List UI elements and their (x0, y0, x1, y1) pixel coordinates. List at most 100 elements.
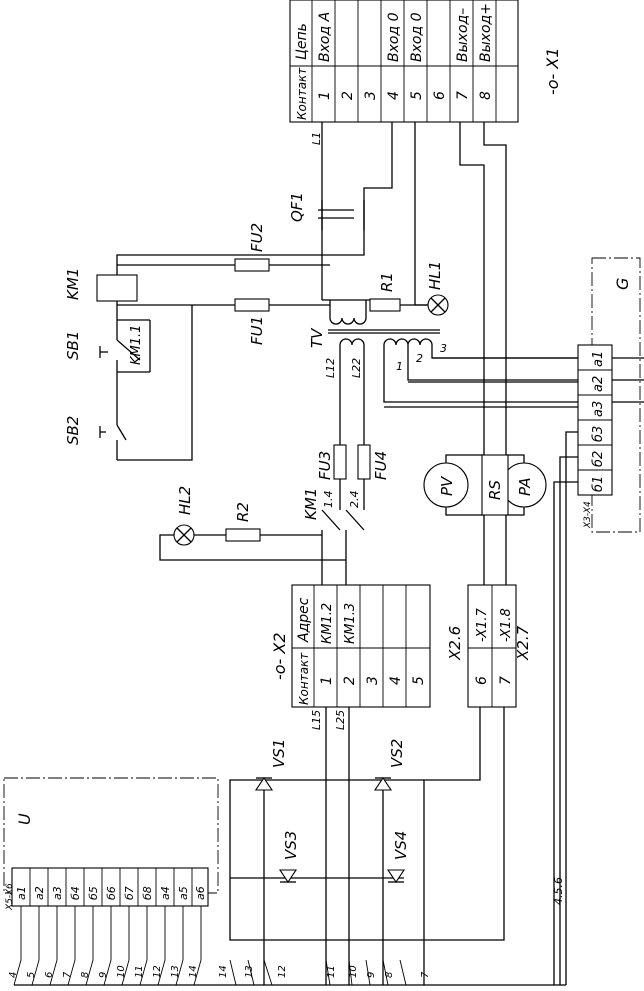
sb1-label: SB1 (64, 331, 82, 360)
bottom-wire-numbers: 4 5 6 7 8 9 10 11 12 13 14 14 13 12 11 1… (8, 965, 431, 978)
km11-label: KM1.1 (129, 325, 144, 365)
lamp-hl2 (159, 524, 346, 561)
terminal-block-x26 (467, 520, 517, 708)
thyristor-vs4 (386, 869, 406, 883)
fuse-fu4 (357, 360, 371, 510)
bottom-num-6: 9 (98, 972, 109, 978)
wire-label-456: 4.5.6 (552, 877, 565, 905)
meter-pa (501, 454, 547, 516)
x2-contact-3: 3 (365, 676, 381, 685)
power-source-g (384, 257, 641, 985)
x2-contact-2: 2 (342, 676, 358, 685)
fuse-fu3 (333, 360, 347, 510)
u-pin-6: б6 (105, 886, 118, 900)
x2-address-1: КМ1.2 (320, 603, 335, 644)
x1-header-contact: Контакт (295, 67, 309, 120)
shunt-rs (481, 454, 509, 516)
x26-contact-6: 6 (474, 676, 490, 685)
switch-sb1 (99, 319, 151, 395)
x2-contact-1: 1 (319, 676, 335, 685)
r2-label: R2 (234, 502, 252, 522)
bottom-num-7: 10 (116, 965, 127, 978)
u-pin-11: а6 (194, 886, 207, 900)
tv-tap-3: 3 (440, 342, 447, 355)
fu4-label: FU4 (372, 451, 390, 480)
u-pin-7: б7 (123, 886, 136, 900)
bottom-num-10: 13 (170, 965, 181, 978)
bottom-num-9: 12 (152, 965, 163, 978)
u-pin-3: а3 (51, 886, 64, 900)
bottom-num-1: 4 (8, 972, 19, 978)
meter-pv (423, 454, 484, 516)
km1-label: KM1 (64, 268, 82, 300)
u-pin-10: а5 (177, 886, 190, 900)
pv-label: PV (438, 475, 456, 496)
tv-tap-1: 1 (396, 360, 403, 373)
x26-title-a: X2.6 (446, 626, 464, 661)
x2-header-contact: Контакт (297, 652, 311, 705)
terminal-block-x1: Цепь Контакт Вход А Вход 0 Вход 0 Выход–… (289, 0, 519, 123)
u-title: U (15, 813, 34, 825)
g-pin-4: б3 (591, 426, 606, 442)
wire-label-l15: L15 (310, 710, 323, 730)
x1-circuit-8: Выход+ (478, 3, 494, 62)
x2-title: -о- X2 (270, 632, 289, 680)
x1-contact-1: 1 (317, 91, 333, 100)
rs-label: RS (486, 480, 504, 500)
bottom-num-16: 10 (348, 965, 359, 978)
wire-label-14: 1.4 (322, 491, 335, 509)
bottom-num-14: 12 (277, 965, 288, 978)
x2-header-address: Адрес (296, 597, 312, 643)
u-pin-4: б4 (69, 886, 82, 900)
wires-lower (229, 707, 505, 985)
x1-title: -о- X1 (543, 47, 562, 95)
sb2-label: SB2 (64, 416, 82, 445)
lamp-hl1 (427, 294, 449, 316)
bottom-num-8: 11 (134, 965, 145, 978)
x1-contact-7: 7 (455, 91, 471, 100)
hl2-label: HL2 (176, 486, 194, 515)
vs4-label: VS4 (392, 831, 410, 860)
wires-u-bus (13, 906, 566, 986)
bottom-num-5: 8 (80, 972, 91, 978)
vs2-label: VS2 (388, 739, 406, 768)
fu2-label: FU2 (248, 223, 266, 252)
x26-contact-7: 7 (498, 676, 514, 685)
wire-label-24: 2.4 (348, 491, 361, 509)
bottom-num-17: 9 (366, 972, 377, 978)
x1-contact-2: 2 (340, 91, 356, 100)
thyristor-vs2 (373, 777, 393, 791)
g-pin-2: а2 (591, 376, 606, 392)
contactor-km1-contacts (321, 509, 365, 585)
g-pin-3: а3 (591, 401, 606, 417)
coil-km1 (96, 274, 138, 320)
fu1-label: FU1 (248, 316, 266, 345)
tv-tap-2: 2 (416, 352, 423, 365)
km-contacts-label: KM1 (302, 488, 320, 520)
bottom-num-15: 11 (326, 965, 337, 978)
qf1-label: QF1 (288, 192, 306, 222)
vs1-label: VS1 (270, 739, 288, 768)
u-pin-1: а1 (15, 886, 28, 900)
g-connector: X3-X4 (583, 501, 593, 529)
g-pin-6: б1 (591, 476, 606, 492)
switch-sb2 (99, 305, 193, 461)
g-pin-5: б2 (591, 451, 606, 467)
fu3-label: FU3 (316, 451, 334, 480)
bottom-num-11: 14 (188, 965, 199, 978)
bottom-num-19: 7 (420, 971, 431, 978)
u-connector: X5-X6 (5, 883, 15, 911)
wire-label-l12: L12 (324, 358, 337, 378)
thyristor-vs3 (278, 869, 298, 883)
breaker-qf1 (318, 200, 365, 230)
x2-address-2: КМ1.3 (343, 603, 358, 644)
u-pin-9: а4 (159, 886, 172, 900)
x1-contact-6: 6 (432, 91, 448, 100)
vs3-label: VS3 (282, 831, 300, 860)
x26-address-6: -X1.7 (475, 607, 490, 642)
bottom-num-13: 13 (244, 965, 255, 978)
thyristor-vs1 (254, 777, 274, 791)
x1-circuit-7: Выход– (455, 8, 471, 62)
tv-label: TV (308, 327, 326, 348)
x1-header-circuit: Цепь (294, 23, 310, 60)
